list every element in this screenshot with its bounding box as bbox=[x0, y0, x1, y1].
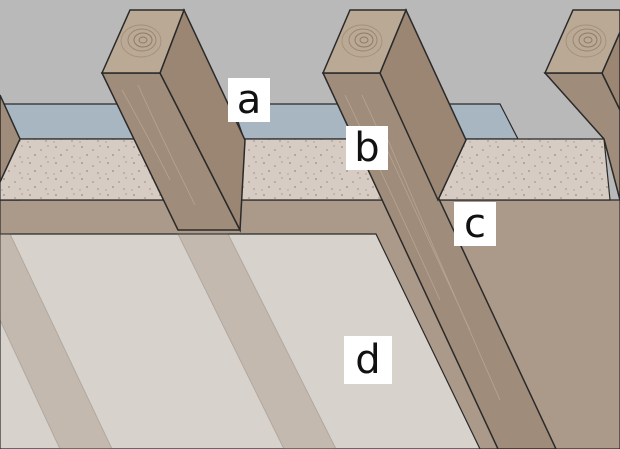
label-d: d bbox=[344, 336, 392, 384]
label-c: c bbox=[454, 202, 496, 246]
label-a: a bbox=[228, 78, 270, 122]
rafter-ghosts bbox=[0, 233, 337, 449]
panel-layer bbox=[0, 233, 481, 449]
insulation-layer bbox=[0, 138, 611, 201]
rafter-1 bbox=[100, 8, 246, 233]
rafter-3 bbox=[543, 9, 620, 201]
label-b: b bbox=[346, 126, 388, 170]
rafter-left bbox=[0, 94, 21, 183]
